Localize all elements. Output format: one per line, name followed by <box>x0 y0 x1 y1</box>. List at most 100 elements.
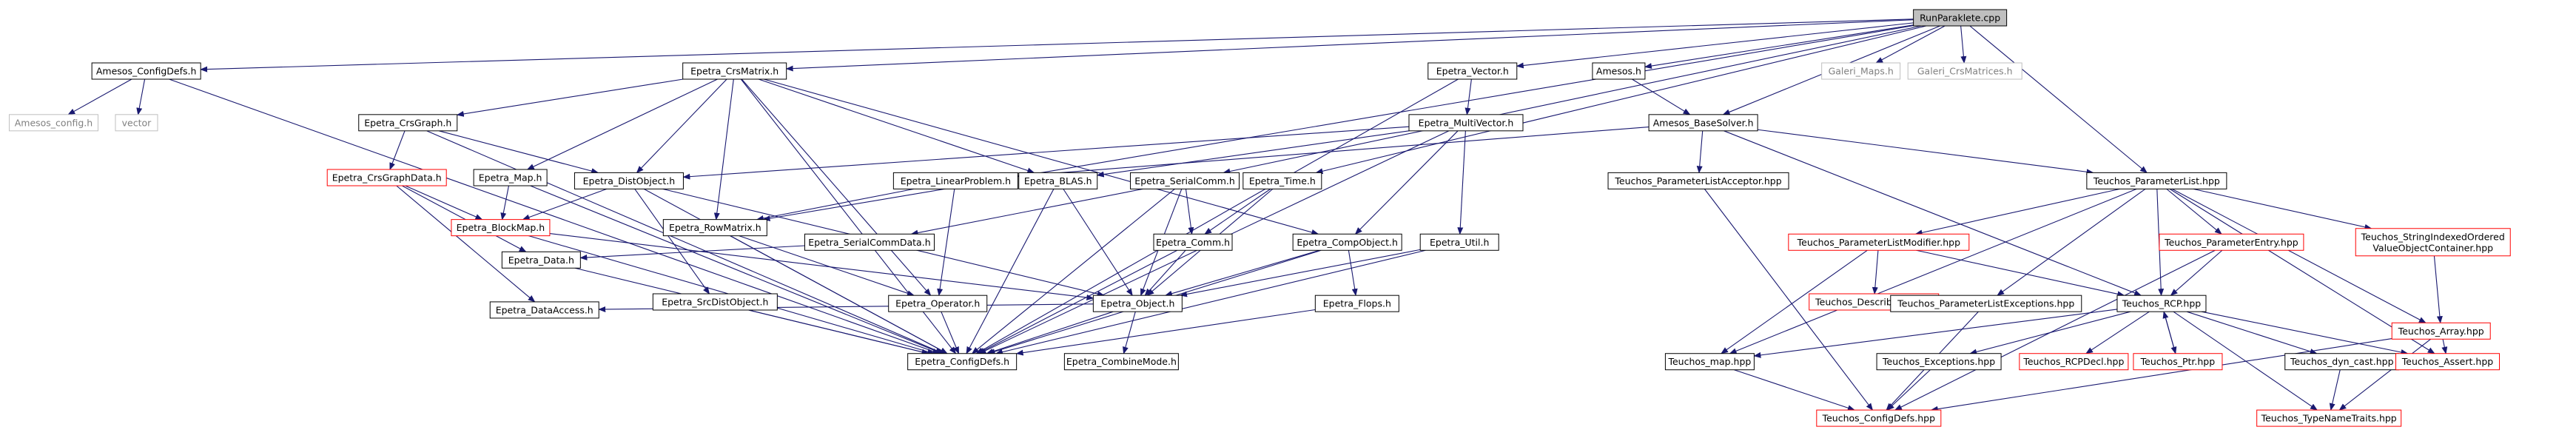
node-label: Teuchos_Assert.hpp <box>2401 356 2493 367</box>
node-label: Epetra_CrsMatrix.h <box>690 66 778 77</box>
node-epetra-serialcomm[interactable]: Epetra_SerialComm.h <box>1130 172 1240 189</box>
node-amesos-h[interactable]: Amesos.h <box>1592 62 1646 80</box>
edge <box>785 19 1914 72</box>
node-epetra-crsgraphdata[interactable]: Epetra_CrsGraphData.h <box>326 169 447 186</box>
node-epetra-linearproblem[interactable]: Epetra_LinearProblem.h <box>892 172 1018 189</box>
node-epetra-data[interactable]: Epetra_Data.h <box>501 251 581 269</box>
edge <box>2433 255 2443 324</box>
edge-epetra-serialcomm-to-epetra-configdefs <box>971 188 1175 354</box>
edge <box>636 78 727 174</box>
edge <box>1348 250 1358 297</box>
node-label: Amesos_BaseSolver.h <box>1653 117 1754 128</box>
node-label: Teuchos_Ptr.hpp <box>2140 356 2216 367</box>
node-box <box>1419 233 1499 251</box>
node-galeri-maps: Galeri_Maps.h <box>1821 62 1901 80</box>
node-teuchos-dyncast[interactable]: Teuchos_dyn_cast.hpp <box>2284 353 2400 371</box>
edge <box>1632 78 1691 115</box>
edge <box>1464 78 1472 115</box>
node-epetra-multivector[interactable]: Epetra_MultiVector.h <box>1408 114 1524 132</box>
node-box <box>1890 295 2082 312</box>
node-label: Galeri_Maps.h <box>1829 66 1894 77</box>
edge-teuchos-exceptions-to-teuchos-configdefs <box>1886 369 1931 411</box>
node-epetra-flops[interactable]: Epetra_Flops.h <box>1314 295 1399 312</box>
node-epetra-object[interactable]: Epetra_Object.h <box>1092 295 1183 312</box>
node-box <box>2256 409 2402 427</box>
node-label: Epetra_Map.h <box>479 172 542 184</box>
edge <box>402 185 527 252</box>
edge-teuchos-rcp-to-teuchos-dyncast <box>2186 311 2318 354</box>
node-teuchos-array[interactable]: Teuchos_Array.hpp <box>2391 322 2491 340</box>
edge <box>1753 309 2118 358</box>
edge <box>438 130 599 174</box>
node-amesos-basesolver[interactable]: Amesos_BaseSolver.h <box>1648 114 1758 132</box>
node-epetra-map[interactable]: Epetra_Map.h <box>473 169 548 186</box>
node-epetra-srcdistobject[interactable]: Epetra_SrcDistObject.h <box>652 293 778 311</box>
edge-amesos-basesolver-to-teuchos-rcp <box>1724 130 2142 296</box>
node-box <box>682 62 787 80</box>
edge <box>1724 130 2142 296</box>
edge <box>2170 249 2223 296</box>
edge <box>1696 130 1704 174</box>
node-epetra-blockmap[interactable]: Epetra_BlockMap.h <box>451 219 551 237</box>
node-epetra-dataaccess[interactable]: Epetra_DataAccess.h <box>489 301 599 319</box>
node-epetra-comm[interactable]: Epetra_Comm.h <box>1153 233 1233 251</box>
edge-teuchos-plmodifier-to-teuchos-describable <box>1872 250 1879 295</box>
node-epetra-operator[interactable]: Epetra_Operator.h <box>888 295 988 312</box>
node-teuchos-exceptions[interactable]: Teuchos_Exceptions.hpp <box>1876 353 2002 371</box>
node-label: Teuchos_Array.hpp <box>2398 326 2484 337</box>
node-teuchos-rcp[interactable]: Teuchos_RCP.hpp <box>2116 295 2207 312</box>
node-epetra-compobject[interactable]: Epetra_CompObject.h <box>1292 233 1402 251</box>
node-teuchos-rcpdecl[interactable]: Teuchos_RCPDecl.hpp <box>2019 353 2129 371</box>
edge-epetra-operator-to-epetra-configdefs <box>941 311 960 354</box>
node-teuchos-placcept[interactable]: Teuchos_ParameterListAcceptor.hpp <box>1607 172 1789 189</box>
edge <box>986 311 1114 354</box>
node-epetra-serialcommdata[interactable]: Epetra_SerialCommData.h <box>804 233 935 251</box>
node-epetra-crsgraph[interactable]: Epetra_CrsGraph.h <box>358 114 458 132</box>
node-epetra-combinemode[interactable]: Epetra_CombineMode.h <box>1063 353 1179 371</box>
node-label: Epetra_ConfigDefs.h <box>915 356 1009 367</box>
edge-teuchos-parameterlist-to-teuchos-map <box>1729 188 2137 354</box>
node-epetra-distobject[interactable]: Epetra_DistObject.h <box>574 172 684 189</box>
node-label: Galeri_CrsMatrices.h <box>1917 66 2013 77</box>
node-label: Teuchos_ParameterListModifier.hpp <box>1797 237 1960 248</box>
node-amesos-configdefs[interactable]: Amesos_ConfigDefs.h <box>91 62 201 80</box>
node-label: Teuchos_RCP.hpp <box>2122 298 2202 309</box>
node-epetra-util[interactable]: Epetra_Util.h <box>1419 233 1499 251</box>
node-box <box>1427 62 1518 80</box>
edge <box>1960 25 1967 64</box>
node-box <box>1063 353 1179 371</box>
node-teuchos-typenametraits[interactable]: Teuchos_TypeNameTraits.hpp <box>2256 409 2402 427</box>
node-epetra-rowmatrix[interactable]: Epetra_RowMatrix.h <box>662 219 767 237</box>
edge <box>1734 369 1855 411</box>
node-epetra-blas[interactable]: Epetra_BLAS.h <box>1018 172 1098 189</box>
node-epetra-time[interactable]: Epetra_Time.h <box>1242 172 1322 189</box>
node-box <box>473 169 548 186</box>
node-teuchos-assert[interactable]: Teuchos_Assert.hpp <box>2395 353 2500 371</box>
node-teuchos-configdefs[interactable]: Teuchos_ConfigDefs.hpp <box>1816 409 1942 427</box>
node-teuchos-map[interactable]: Teuchos_map.hpp <box>1664 353 1755 371</box>
node-teuchos-ptr[interactable]: Teuchos_Ptr.hpp <box>2133 353 2223 371</box>
edge-epetra-crsgraphdata-to-epetra-data <box>402 185 527 252</box>
edge-teuchos-parameterlist-to-teuchos-plmodifier <box>1914 188 2120 236</box>
node-teuchos-plexceptions[interactable]: Teuchos_ParameterListExceptions.hpp <box>1890 295 2082 312</box>
edge <box>500 185 510 221</box>
edge-teuchos-parameterlist-to-teuchos-assert <box>2169 188 2435 354</box>
node-epetra-vector[interactable]: Epetra_Vector.h <box>1427 62 1518 80</box>
node-epetra-crsmatrix[interactable]: Epetra_CrsMatrix.h <box>682 62 787 80</box>
edge-teuchos-array-to-teuchos-typenametraits <box>2338 338 2431 411</box>
node-label: Epetra_CombineMode.h <box>1066 356 1177 367</box>
node-epetra-configdefs[interactable]: Epetra_ConfigDefs.h <box>907 353 1018 371</box>
node-teuchos-parameterentry[interactable]: Teuchos_ParameterEntry.hpp <box>2159 233 2304 251</box>
node-teuchos-plmodifier[interactable]: Teuchos_ParameterListModifier.hpp <box>1788 233 1970 251</box>
node-box <box>1876 353 2002 371</box>
edge <box>1516 22 1914 69</box>
edge-root-to-amesos-configdefs <box>200 18 1914 73</box>
edge-teuchos-parameterentry-to-teuchos-configdefs <box>1894 249 2216 411</box>
node-label: Epetra_Util.h <box>1430 237 1489 248</box>
node-box <box>1664 353 1755 371</box>
edge-epetra-serialcommdata-to-epetra-data <box>579 245 805 260</box>
node-teuchos-parameterlist[interactable]: Teuchos_ParameterList.hpp <box>2086 172 2227 189</box>
edge-teuchos-parameterlist-to-teuchos-parameterentry <box>2166 188 2222 235</box>
edge-teuchos-rcp-to-teuchos-rcpdecl <box>2085 311 2150 354</box>
